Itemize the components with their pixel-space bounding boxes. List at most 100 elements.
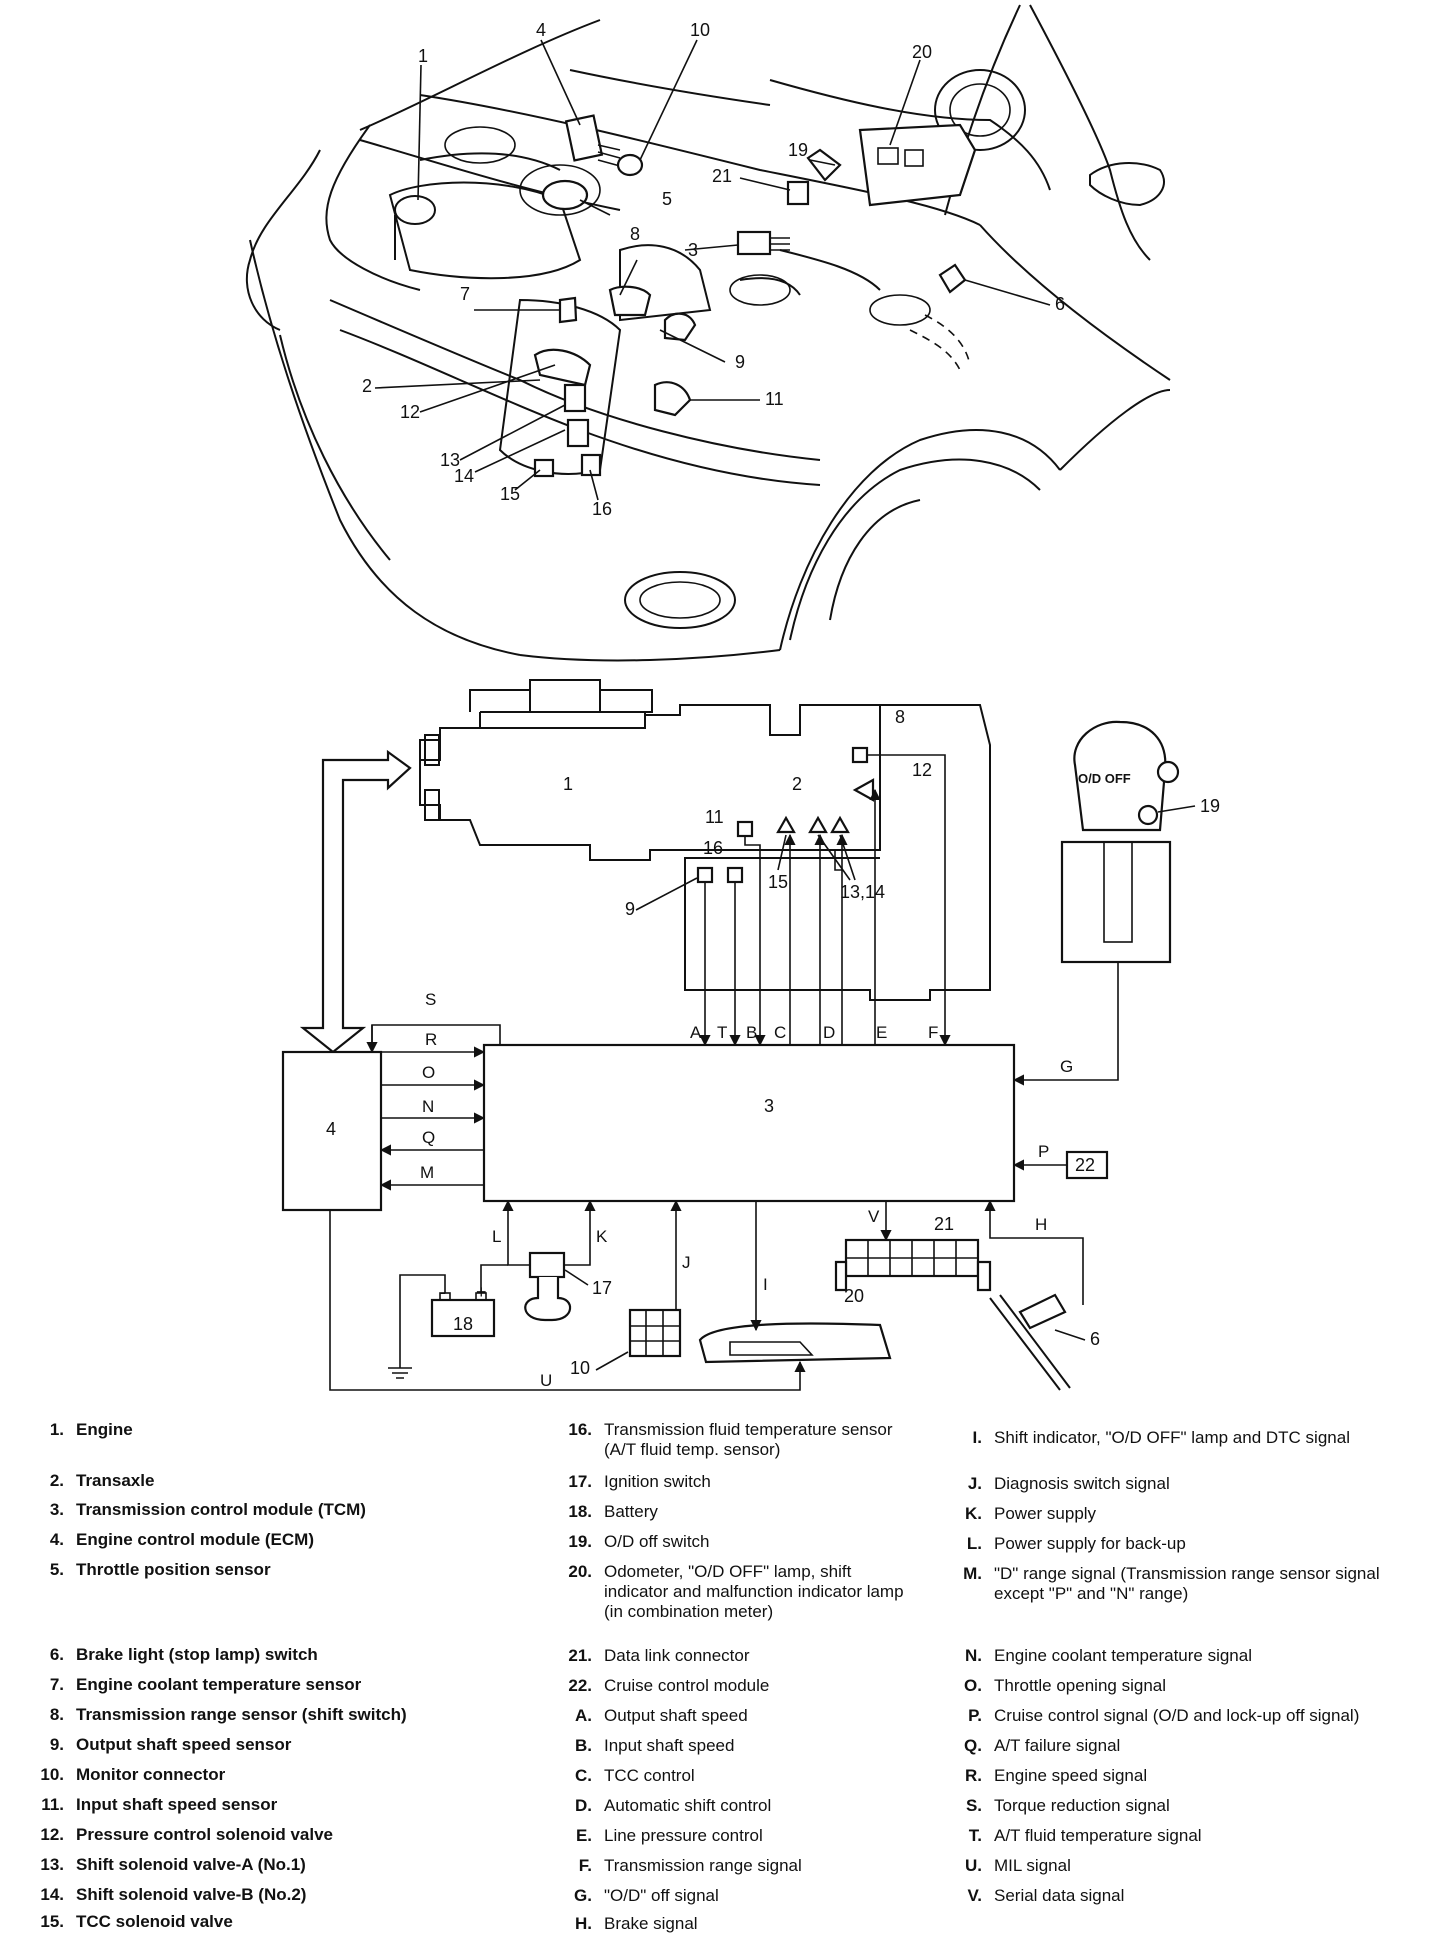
legend-text: Brake light (stop lamp) switch xyxy=(76,1645,318,1664)
legend-text: Shift solenoid valve-A (No.1) xyxy=(76,1855,306,1874)
legend-key: D. xyxy=(575,1796,592,1815)
legend-text: Throttle opening signal xyxy=(994,1676,1167,1695)
legend-text: Line pressure control xyxy=(604,1826,763,1845)
legend-key: A. xyxy=(575,1706,592,1725)
legend-text: Transaxle xyxy=(76,1471,155,1490)
callout-7: 7 xyxy=(460,284,470,304)
legend-text: Shift indicator, "O/D OFF" lamp and DTC … xyxy=(994,1428,1350,1447)
signal-N: N xyxy=(422,1097,434,1116)
callout-19: 19 xyxy=(788,140,808,160)
ecm-label: 4 xyxy=(326,1119,336,1139)
callout-11: 11 xyxy=(765,389,784,409)
callout-20: 20 xyxy=(912,42,932,62)
signal-T: T xyxy=(717,1023,727,1042)
od-off-button-text: O/D OFF xyxy=(1078,771,1131,786)
part-19-label: 19 xyxy=(1200,796,1220,816)
legend-key: P. xyxy=(968,1706,982,1725)
legend-text: Input shaft speed xyxy=(604,1736,735,1755)
legend-key: 9. xyxy=(49,1735,64,1754)
legend-key: S. xyxy=(965,1796,982,1815)
legend-key: K. xyxy=(965,1504,982,1523)
legend-key: V. xyxy=(967,1886,982,1905)
legend-key: 12. xyxy=(40,1825,64,1844)
legend-text: TCC control xyxy=(604,1766,695,1785)
signal-S: S xyxy=(425,990,436,1009)
legend-key: Q. xyxy=(964,1736,982,1755)
legend-text: Transmission range signal xyxy=(604,1856,802,1875)
callout-10: 10 xyxy=(690,20,710,40)
block-diagram: 1 2 3 4 S R O N Q M 8 12 11 xyxy=(281,679,1220,1391)
callout-15: 16 xyxy=(592,499,612,519)
engine-block xyxy=(419,679,881,861)
legend-text: Data link connector xyxy=(604,1646,750,1665)
legend-text: Engine xyxy=(76,1420,133,1439)
legend-key: 19. xyxy=(568,1532,592,1551)
legend-key: 5. xyxy=(49,1560,64,1579)
legend-key: 10. xyxy=(40,1765,64,1784)
legend-text: "O/D" off signal xyxy=(604,1886,719,1905)
callout-2: 2 xyxy=(362,376,372,396)
legend-text: Cruise control signal (O/D and lock-up o… xyxy=(994,1706,1360,1725)
legend-text: Engine speed signal xyxy=(994,1766,1148,1785)
part-12-label: 12 xyxy=(912,760,932,780)
signal-A: A xyxy=(690,1023,702,1042)
ecm-block xyxy=(281,1050,383,1212)
legend-text: Battery xyxy=(604,1502,658,1521)
legend-text: Torque reduction signal xyxy=(994,1796,1170,1815)
legend-text: Shift solenoid valve-B (No.2) xyxy=(76,1885,307,1904)
legend-text: "D" range signal (Transmission range sen… xyxy=(994,1564,1380,1603)
legend-key: 4. xyxy=(49,1530,64,1549)
part-22-label: 22 xyxy=(1075,1155,1095,1175)
signal-R: R xyxy=(425,1030,437,1049)
legend-key: R. xyxy=(965,1766,982,1785)
legend-key: 15. xyxy=(40,1912,64,1931)
legend-text: TCC solenoid valve xyxy=(76,1912,233,1931)
legend-text: Power supply xyxy=(994,1504,1097,1523)
part-11-label: 11 xyxy=(705,807,724,827)
signal-K: K xyxy=(596,1227,608,1246)
signal-L: L xyxy=(492,1227,501,1246)
legend-text: Engine coolant temperature sensor xyxy=(76,1675,362,1694)
part-10-label: 10 xyxy=(570,1358,590,1378)
legend-text: Monitor connector xyxy=(76,1765,226,1784)
legend-key: 13. xyxy=(40,1855,64,1874)
signal-J: J xyxy=(682,1253,691,1272)
part-20-label: 20 xyxy=(844,1286,864,1306)
legend-text: A/T failure signal xyxy=(994,1736,1121,1755)
legend-text: Brake signal xyxy=(604,1914,698,1933)
legend-key: 2. xyxy=(49,1471,64,1490)
transaxle-label: 2 xyxy=(792,774,802,794)
legend-key: 18. xyxy=(568,1502,592,1521)
legend-key: N. xyxy=(965,1646,982,1665)
legend-key: I. xyxy=(972,1428,982,1447)
legend-text: Transmission range sensor (shift switch) xyxy=(76,1705,407,1724)
legend-key: U. xyxy=(965,1856,982,1875)
part-8-label: 8 xyxy=(895,707,905,727)
legend-text: Throttle position sensor xyxy=(76,1560,271,1579)
legend-text: Input shaft speed sensor xyxy=(76,1795,278,1814)
legend-key: F. xyxy=(578,1856,592,1875)
legend-text: Odometer, "O/D OFF" lamp, shift indicato… xyxy=(604,1562,904,1621)
legend-text: Cruise control module xyxy=(604,1676,770,1695)
signal-F: F xyxy=(928,1023,938,1042)
signal-B: B xyxy=(746,1023,757,1042)
legend-text: Engine control module (ECM) xyxy=(76,1530,314,1549)
signal-D: D xyxy=(823,1023,835,1042)
legend-key: 16. xyxy=(568,1420,592,1439)
callout-1: 1 xyxy=(418,46,428,66)
vehicle-illustration: 1 4 10 20 19 21 5 3 8 6 7 9 11 2 12 13 1… xyxy=(245,4,1171,662)
legend-key: 3. xyxy=(49,1500,64,1519)
legend-key: B. xyxy=(575,1736,592,1755)
legend-key: C. xyxy=(575,1766,592,1785)
legend-key: 1. xyxy=(49,1420,64,1439)
legend-text: O/D off switch xyxy=(604,1532,710,1551)
part-17-label: 17 xyxy=(592,1278,612,1298)
part-9-label: 9 xyxy=(625,899,635,919)
system-diagram: 1 4 10 20 19 21 5 3 8 6 7 9 11 2 12 13 1… xyxy=(245,4,1220,1391)
legend-text: Output shaft speed sensor xyxy=(76,1735,292,1754)
legend-key: 7. xyxy=(49,1675,64,1694)
battery-minus: - xyxy=(440,1282,446,1302)
callout-6: 6 xyxy=(1055,294,1065,314)
legend-text: Transmission control module (TCM) xyxy=(76,1500,366,1519)
legend-text: Output shaft speed xyxy=(604,1706,748,1725)
